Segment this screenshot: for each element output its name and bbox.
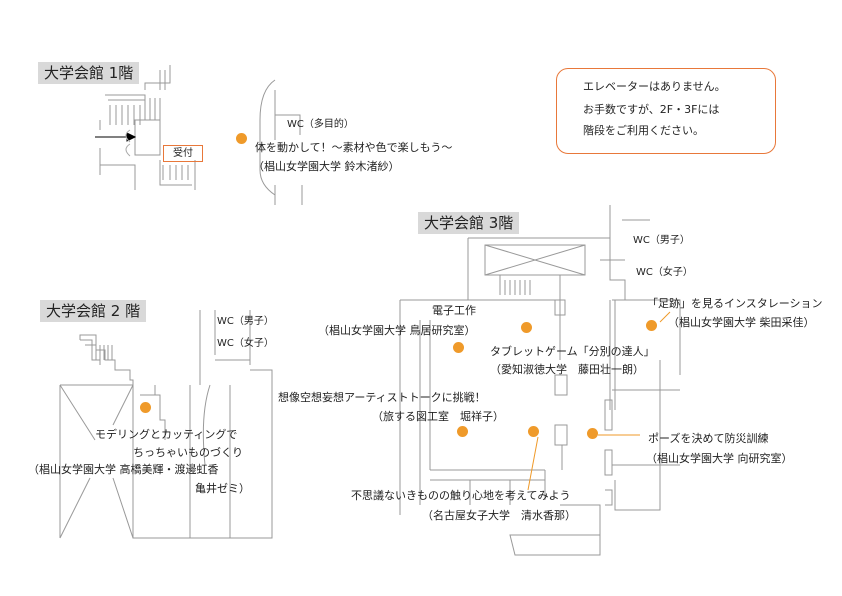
event-host: （旅する図工室 堀祥子） (372, 410, 504, 423)
event-marker[interactable] (646, 320, 657, 331)
event-title: 「足跡」を見るインスタレーション (647, 297, 823, 310)
event-marker[interactable] (453, 342, 464, 353)
notice-line: 階段をご利用ください。 (583, 124, 704, 137)
event-marker[interactable] (457, 426, 468, 437)
event-host: （椙山女学園大学 向研究室） (646, 452, 793, 465)
event-title: 電子工作 (432, 304, 476, 317)
event-host: （椙山女学園大学 柴田采佳） (668, 316, 815, 329)
floor1-wc: WC（多目的） (287, 119, 354, 130)
event-title: 想像空想妄想アーティストトークに挑戦！ (278, 391, 486, 404)
floor3-wc-women: WC（女子） (636, 267, 693, 278)
event-marker[interactable] (236, 133, 247, 144)
floor3-title: 大学会館 3階 (418, 212, 520, 234)
reception-label: 受付 (163, 145, 203, 162)
event-host: （椙山女学園大学 鈴木渚紗） (253, 160, 400, 173)
event-host: （椙山女学園大学 鳥居研究室） (318, 324, 476, 337)
event-host: （愛知淑徳大学 藤田壮一朗） (490, 363, 644, 376)
event-marker[interactable] (528, 426, 539, 437)
event-title: 体を動かして！～素材や色で楽しもう～ (255, 141, 453, 154)
floor2-title: 大学会館 2 階 (40, 300, 147, 322)
floor2-wc-men: WC（男子） (217, 316, 274, 327)
event-host: （名古屋女子大学 清水香那） (422, 509, 576, 522)
notice-box (556, 68, 776, 154)
event-host: 亀井ゼミ） (195, 482, 250, 495)
event-title: ポーズを決めて防災訓練 (648, 432, 769, 445)
notice-line: お手数ですが、2F・3Fには (583, 103, 720, 116)
event-title: タブレットゲーム「分別の達人」 (490, 345, 655, 358)
event-marker[interactable] (140, 402, 151, 413)
floor1-title: 大学会館 1階 (38, 62, 140, 84)
event-title: モデリングとカッティングで (95, 428, 238, 441)
event-title: ちっちゃいものづくり (133, 446, 243, 459)
event-host: （椙山女学園大学 高橋美輝・渡邊虹香 (28, 463, 219, 476)
floor2-wc-women: WC（女子） (217, 338, 274, 349)
event-marker[interactable] (521, 322, 532, 333)
event-marker[interactable] (587, 428, 598, 439)
event-title: 不思議ないきものの触り心地を考えてみよう (351, 489, 571, 502)
floor3-wc-men: WC（男子） (633, 235, 690, 246)
notice-line: エレベーターはありません。 (583, 80, 726, 93)
